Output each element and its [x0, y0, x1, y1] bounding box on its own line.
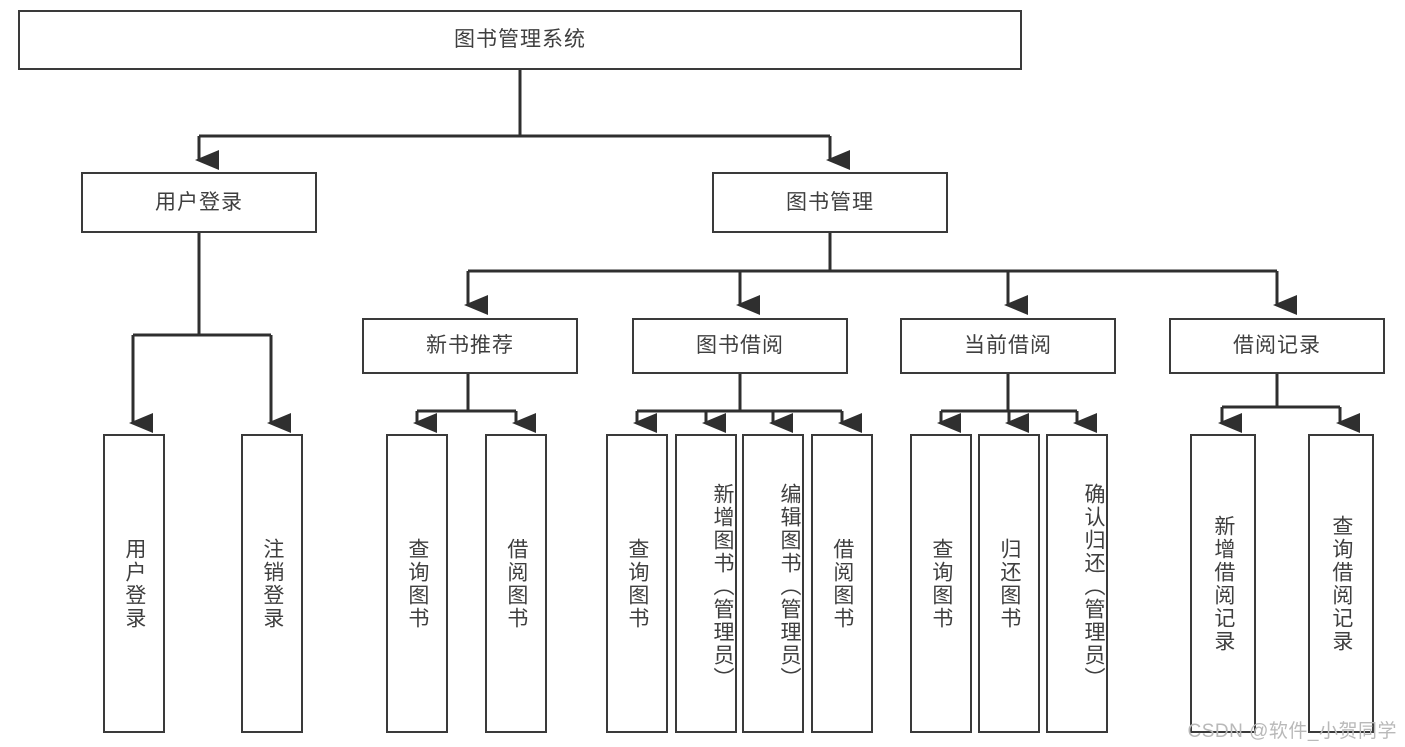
node-leaf-query-record[interactable]: 查询借阅记录	[1308, 434, 1374, 733]
node-user-login[interactable]: 用户登录	[81, 172, 317, 233]
node-leaf-add-book-label: 新增图书（管理员）	[711, 483, 734, 690]
node-current-borrow-label: 当前借阅	[964, 334, 1052, 358]
node-leaf-logout-login[interactable]: 注销登录	[241, 434, 303, 733]
node-leaf-borrow-book-2-label: 借阅图书	[830, 537, 854, 630]
node-leaf-query-book-1-label: 查询图书	[405, 537, 429, 630]
node-borrow-record-label: 借阅记录	[1233, 334, 1321, 358]
csdn-watermark: CSDN @软件_小贺同学	[1187, 721, 1397, 742]
node-current-borrow[interactable]: 当前借阅	[900, 318, 1116, 374]
node-borrow-record[interactable]: 借阅记录	[1169, 318, 1385, 374]
node-leaf-user-login-label: 用户登录	[122, 537, 146, 630]
node-leaf-user-login[interactable]: 用户登录	[103, 434, 165, 733]
node-leaf-query-record-label: 查询借阅记录	[1329, 514, 1353, 653]
node-leaf-query-book-3[interactable]: 查询图书	[910, 434, 972, 733]
node-leaf-confirm-return[interactable]: 确认归还（管理员）	[1046, 434, 1108, 733]
node-book-management[interactable]: 图书管理	[712, 172, 948, 233]
node-book-management-label: 图书管理	[786, 190, 874, 214]
node-book-borrow-label: 图书借阅	[696, 334, 784, 358]
node-user-login-label: 用户登录	[155, 190, 243, 214]
node-leaf-logout-login-label: 注销登录	[260, 537, 284, 630]
node-leaf-borrow-book-2[interactable]: 借阅图书	[811, 434, 873, 733]
node-leaf-query-book-2-label: 查询图书	[625, 537, 649, 630]
node-leaf-confirm-return-label: 确认归还（管理员）	[1082, 483, 1105, 690]
node-root[interactable]: 图书管理系统	[18, 10, 1022, 70]
node-leaf-edit-book-label: 编辑图书（管理员）	[778, 483, 801, 690]
node-leaf-borrow-book-1-label: 借阅图书	[504, 537, 528, 630]
node-leaf-add-record[interactable]: 新增借阅记录	[1190, 434, 1256, 733]
node-leaf-query-book-1[interactable]: 查询图书	[386, 434, 448, 733]
node-leaf-add-book[interactable]: 新增图书（管理员）	[675, 434, 737, 733]
node-leaf-query-book-2[interactable]: 查询图书	[606, 434, 668, 733]
node-leaf-edit-book[interactable]: 编辑图书（管理员）	[742, 434, 804, 733]
node-new-book-recommend-label: 新书推荐	[426, 334, 514, 358]
node-leaf-query-book-3-label: 查询图书	[929, 537, 953, 630]
node-book-borrow[interactable]: 图书借阅	[632, 318, 848, 374]
node-leaf-return-book[interactable]: 归还图书	[978, 434, 1040, 733]
node-new-book-recommend[interactable]: 新书推荐	[362, 318, 578, 374]
node-leaf-borrow-book-1[interactable]: 借阅图书	[485, 434, 547, 733]
node-leaf-add-record-label: 新增借阅记录	[1211, 514, 1235, 653]
node-root-label: 图书管理系统	[454, 28, 586, 52]
node-leaf-return-book-label: 归还图书	[997, 537, 1021, 630]
